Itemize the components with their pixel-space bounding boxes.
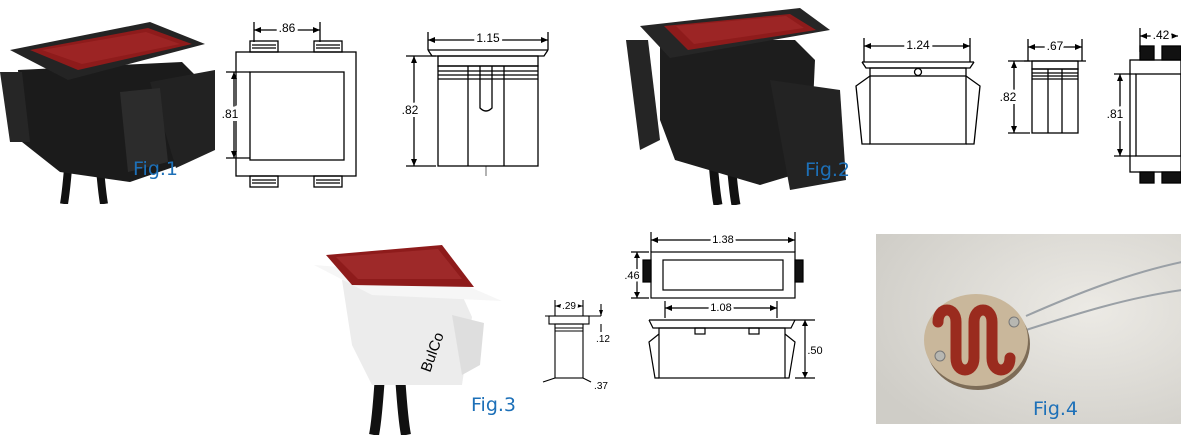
fig1-dim-front-width: .86 (279, 21, 296, 35)
fig4-photo (876, 234, 1181, 424)
fig2-dim-side-width: .67 (1047, 39, 1064, 53)
fig3-label: Fig.3 (471, 394, 517, 416)
fig1-label: Fig.1 (133, 158, 179, 180)
fig3-end-drawing: .29 .12 .37 (535, 296, 620, 392)
fig2-dim-end-height: .81 (1107, 107, 1124, 121)
fig2-dim-front-width: 1.24 (906, 38, 930, 52)
fig3-dim-end-lip: .12 (596, 334, 610, 345)
fig1-front-drawing: .86 .81 (212, 8, 362, 200)
fig3-dim-end-bottom: .37 (594, 381, 608, 392)
fig3-dim-top-height: .46 (625, 270, 640, 282)
fig1-dim-side-width: 1.15 (476, 31, 500, 45)
fig1-side-drawing: 1.15 .82 (392, 28, 562, 178)
fig3-dim-side-height: .50 (807, 345, 822, 357)
fig1-dim-front-height: .81 (222, 107, 239, 121)
fig3-dim-end-width: .29 (562, 301, 576, 312)
fig2-side-drawing: .67 .82 (998, 35, 1096, 165)
fig4-label: Fig.4 (1033, 398, 1079, 420)
fig1-dim-side-height: .82 (402, 103, 419, 117)
fig1-photo (0, 22, 215, 204)
fig2-front-drawing: 1.24 (848, 32, 988, 162)
fig2-label: Fig.2 (805, 159, 851, 181)
fig3-dim-top-width: 1.38 (712, 234, 733, 246)
fig3-photo: BulCo (312, 225, 512, 435)
fig2-photo (620, 0, 850, 205)
fig3-dim-side-width: 1.08 (710, 302, 731, 314)
fig2-dim-side-height: .82 (1000, 90, 1017, 104)
fig3-side-drawing: 1.08 .50 (645, 298, 830, 390)
fig2-dim-end-width: .42 (1153, 28, 1170, 42)
fig3-top-drawing: 1.38 .46 (625, 228, 820, 308)
fig2-end-drawing: .42 .81 (1106, 22, 1181, 187)
